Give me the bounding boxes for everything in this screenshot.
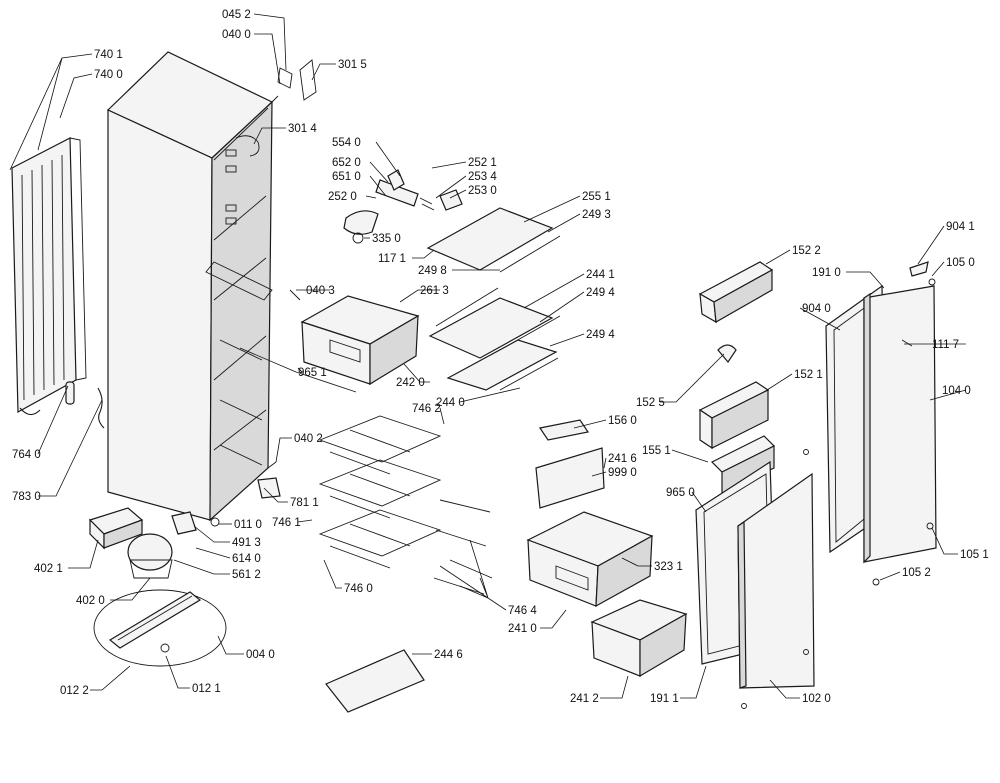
part-labels: 045 2 040 0 301 5 740 1 740 0 301 4 554 … [12,9,989,705]
label-004-0: 004 0 [246,649,275,661]
label-764-0: 764 0 [12,449,41,461]
label-904-1: 904 1 [946,221,975,233]
label-241-6: 241 6 [608,453,637,465]
crisper-drawing [526,419,688,678]
label-249-4-lower: 249 4 [586,329,615,341]
label-156-0: 156 0 [608,415,637,427]
label-102-0: 102 0 [802,693,831,705]
label-253-0: 253 0 [468,185,497,197]
label-904-0: 904 0 [802,303,831,315]
label-402-0: 402 0 [76,595,105,607]
label-783-0: 783 0 [12,491,41,503]
label-105-2: 105 2 [902,567,931,579]
label-244-6: 244 6 [434,649,463,661]
label-652-0: 652 0 [332,157,361,169]
label-740-1: 740 1 [94,49,123,61]
label-012-1: 012 1 [192,683,221,695]
label-249-8: 249 8 [418,265,447,277]
label-012-2: 012 2 [60,685,89,697]
label-105-1: 105 1 [960,549,989,561]
label-241-2: 241 2 [570,693,599,705]
label-191-0: 191 0 [812,267,841,279]
door-drawing [695,261,937,709]
label-255-1: 255 1 [582,191,611,203]
compressor-drawing [88,507,227,667]
label-242-0: 242 0 [396,377,425,389]
label-152-5: 152 5 [636,397,665,409]
label-491-3: 491 3 [232,537,261,549]
label-241-0: 241 0 [508,623,537,635]
label-249-3: 249 3 [582,209,611,221]
drawer-and-baskets-drawing [289,289,493,595]
label-335-0: 335 0 [372,233,401,245]
label-561-2: 561 2 [232,569,261,581]
label-117-1: 117 1 [378,253,406,265]
label-261-3: 261 3 [420,285,449,297]
condenser-drawing [11,137,105,429]
label-746-0: 746 0 [344,583,373,595]
label-152-1: 152 1 [794,369,823,381]
label-965-1: 965 1 [298,367,327,379]
cabinet-drawing [106,51,317,527]
label-191-1: 191 1 [650,693,679,705]
label-740-0: 740 0 [94,69,123,81]
label-301-4: 301 4 [288,123,317,135]
label-402-1: 402 1 [34,563,63,575]
label-040-2: 040 2 [294,433,323,445]
floor-panel-drawing [325,649,425,713]
label-105-0: 105 0 [946,257,975,269]
label-244-0: 244 0 [436,397,465,409]
label-104-0: 104 0 [942,385,971,397]
label-965-0: 965 0 [666,487,695,499]
label-244-1: 244 1 [586,269,615,281]
label-781-1: 781 1 [290,497,319,509]
label-045-2: 045 2 [222,9,251,21]
label-746-1: 746 1 [272,517,301,529]
label-651-0: 651 0 [332,171,361,183]
label-252-0: 252 0 [328,191,357,203]
shelves-drawing [426,207,561,391]
label-746-4: 746 4 [508,605,537,617]
label-155-1: 155 1 [642,445,671,457]
label-040-3: 040 3 [306,285,335,297]
label-040-0: 040 0 [222,29,251,41]
label-999-0: 999 0 [608,467,637,479]
label-252-1: 252 1 [468,157,497,169]
label-152-2: 152 2 [792,245,821,257]
label-253-4: 253 4 [468,171,497,183]
label-301-5: 301 5 [338,59,367,71]
label-011-0: 011 0 [234,519,262,531]
label-746-2: 746 2 [412,403,441,415]
label-111-7: 111 7 [932,339,959,351]
label-614-0: 614 0 [232,553,261,565]
label-554-0: 554 0 [332,137,361,149]
thermostat-assembly-drawing [343,169,463,244]
leader-lines [9,13,967,699]
label-323-1: 323 1 [654,561,683,573]
label-249-4-upper: 249 4 [586,287,615,299]
